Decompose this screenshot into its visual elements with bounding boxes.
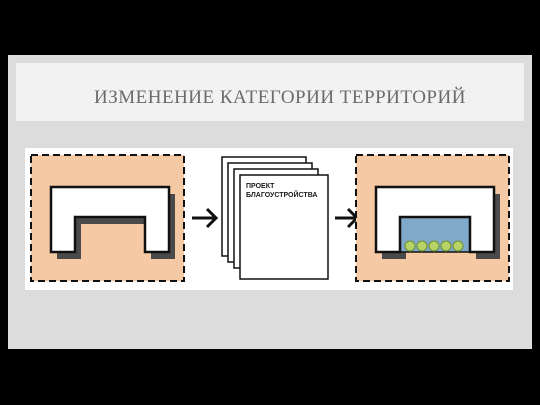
tree-icon — [404, 240, 416, 252]
tree-row — [404, 240, 464, 252]
title-band: ИЗМЕНЕНИЕ КАТЕГОРИИ ТЕРРИТОРИЙ — [16, 63, 524, 121]
arrow-right-icon — [335, 207, 360, 229]
arrow-right-icon — [192, 207, 219, 229]
building-before — [49, 185, 171, 254]
slide-title: ИЗМЕНЕНИЕ КАТЕГОРИИ ТЕРРИТОРИЙ — [94, 87, 466, 108]
document-label-line2: БЛАГОУСТРОЙСТВА — [246, 190, 317, 199]
document-label-line1: ПРОЕКТ — [246, 183, 275, 190]
diagram-svg: ПРОЕКТ БЛАГОУСТРОЙСТВА — [30, 154, 510, 282]
building-after — [374, 185, 496, 254]
slide: ИЗМЕНЕНИЕ КАТЕГОРИИ ТЕРРИТОРИЙ — [8, 55, 532, 349]
site-before — [30, 154, 185, 282]
tree-icon — [440, 240, 452, 252]
diagram-figure: ПРОЕКТ БЛАГОУСТРОЙСТВА — [25, 148, 513, 290]
tree-icon — [416, 240, 428, 252]
tree-icon — [452, 240, 464, 252]
site-after — [355, 154, 510, 282]
document-sheet-front — [239, 174, 329, 280]
document-stack: ПРОЕКТ БЛАГОУСТРОЙСТВА — [221, 156, 329, 280]
tree-icon — [428, 240, 440, 252]
